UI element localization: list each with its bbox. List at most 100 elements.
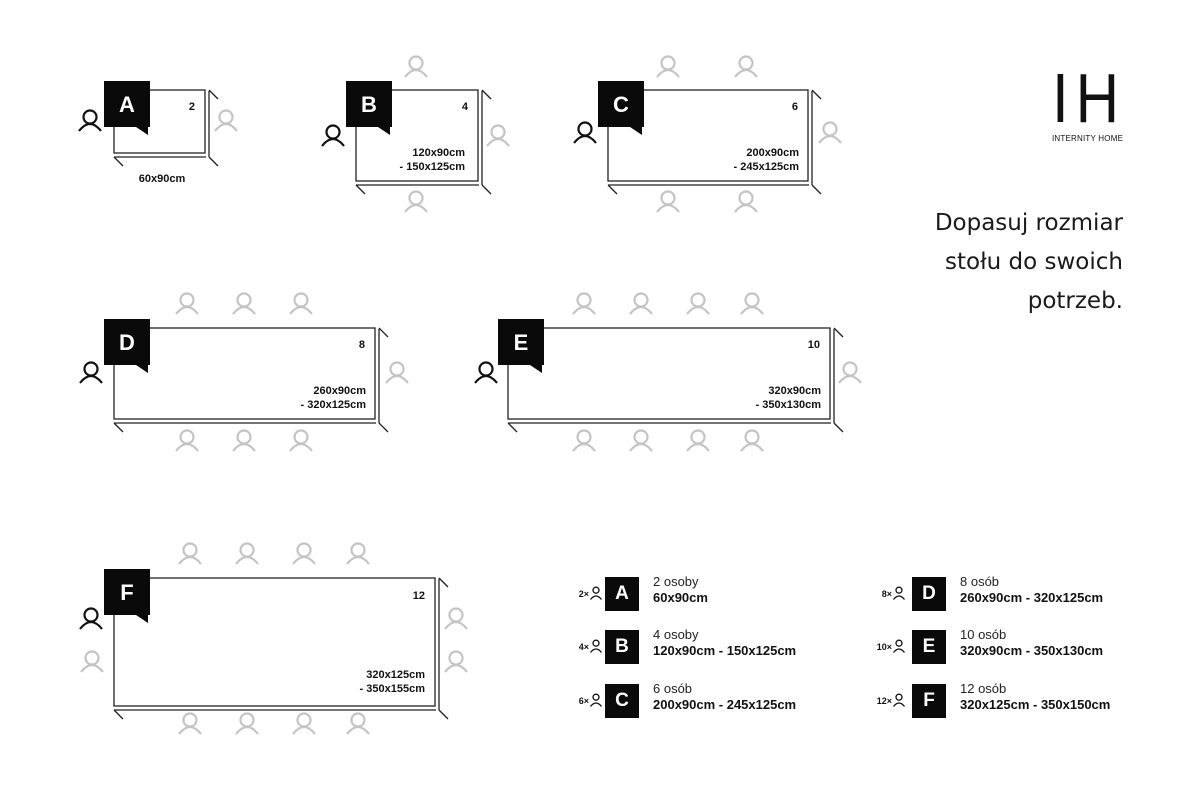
legend-people: 4 osoby: [653, 627, 699, 642]
table-badge: [104, 81, 150, 135]
legend-people: 10 osób: [960, 627, 1007, 642]
empty-seat-icon: [686, 292, 710, 315]
table-badge: [346, 81, 392, 135]
table-leg: [833, 422, 844, 433]
table-leg: [481, 89, 492, 100]
table-leg: [507, 422, 518, 433]
legend-people: 12 osób: [960, 681, 1007, 696]
empty-seat-icon: [232, 429, 256, 452]
table-letter: E: [514, 330, 529, 355]
table-top: [355, 89, 479, 182]
table-size: 200x90cm: [746, 147, 799, 159]
empty-seat-icon: [740, 292, 764, 315]
legend-count: 2×: [578, 589, 589, 599]
legend-item-d: 8× D 8 osób 260x90cm - 320x125cm: [870, 574, 1160, 611]
table-size: - 245x125cm: [734, 161, 800, 173]
empty-seat-icon: [486, 124, 510, 147]
table-badge: [104, 569, 150, 623]
table-letter: D: [119, 330, 135, 355]
table-leg: [378, 327, 389, 338]
empty-seat-icon: [289, 292, 313, 315]
legend-item-c: 6× C 6 osób 200x90cm - 245x125cm: [567, 681, 827, 718]
table-capacity: 2: [189, 101, 195, 113]
legend-size: 320x125cm - 350x150cm: [960, 697, 1111, 712]
empty-seat-icon: [656, 55, 680, 78]
table-top: [113, 577, 436, 707]
person-icon: [321, 124, 345, 147]
legend-badge: E: [912, 630, 946, 664]
empty-seat-icon: [734, 190, 758, 213]
empty-seat-icon: [404, 55, 428, 78]
empty-seat-icon: [175, 292, 199, 315]
legend-badge: A: [605, 577, 639, 611]
table-size: - 320x125cm: [301, 399, 367, 411]
empty-seat-icon: [235, 542, 259, 565]
empty-seat-icon: [235, 712, 259, 735]
person-icon: [78, 109, 102, 132]
table-leg: [811, 184, 822, 195]
legend-size: 260x90cm - 320x125cm: [960, 590, 1104, 605]
empty-seat-icon: [175, 429, 199, 452]
table-size: - 150x125cm: [400, 161, 466, 173]
table-size: 320x90cm: [768, 385, 821, 397]
legend-badge: B: [605, 630, 639, 664]
empty-seat-icon: [178, 542, 202, 565]
person-icon: [79, 607, 103, 630]
empty-seat-icon: [629, 292, 653, 315]
person-icon: [589, 693, 603, 707]
legend-count: 8×: [881, 589, 892, 599]
legend-size: 120x90cm - 150x125cm: [653, 643, 797, 658]
table-leg: [113, 156, 124, 167]
table-capacity: 4: [462, 101, 469, 113]
person-icon: [474, 361, 498, 384]
legend-count: 6×: [578, 696, 589, 706]
brand-name: INTERNITY HOME: [1052, 134, 1124, 143]
legend-people: 6 osób: [653, 681, 693, 696]
legend-count: 4×: [578, 642, 589, 652]
empty-seat-icon: [404, 190, 428, 213]
empty-seat-icon: [629, 429, 653, 452]
table-capacity: 12: [413, 590, 425, 602]
legend-count: 12×: [876, 696, 892, 706]
legend-item-b: 4× B 4 osoby 120x90cm - 150x125cm: [567, 627, 827, 664]
empty-seat-icon: [80, 650, 104, 673]
person-icon: [892, 586, 906, 600]
empty-seat-icon: [292, 712, 316, 735]
empty-seat-icon: [214, 109, 238, 132]
empty-seat-icon: [818, 121, 842, 144]
empty-seat-icon: [289, 429, 313, 452]
table-badge: [498, 319, 544, 373]
table-top: [113, 327, 376, 420]
person-icon: [79, 361, 103, 384]
person-icon: [892, 639, 906, 653]
empty-seat-icon: [178, 712, 202, 735]
legend-size: 320x90cm - 350x130cm: [960, 643, 1104, 658]
legend-count: 10×: [876, 642, 892, 652]
legend-people: 2 osoby: [653, 574, 699, 589]
table-letter: F: [120, 580, 133, 605]
table-top: [507, 327, 831, 420]
person-icon: [589, 639, 603, 653]
empty-seat-icon: [444, 650, 468, 673]
table-leg: [355, 184, 366, 195]
empty-seat-icon: [740, 429, 764, 452]
empty-seat-icon: [838, 361, 862, 384]
table-leg: [438, 709, 449, 720]
table-leg: [208, 89, 219, 100]
table-letter: B: [361, 92, 377, 117]
table-leg: [208, 156, 219, 167]
empty-seat-icon: [346, 712, 370, 735]
legend-size: 60x90cm: [653, 590, 708, 605]
tagline-line: potrzeb.: [1027, 288, 1123, 314]
empty-seat-icon: [444, 607, 468, 630]
person-icon: [892, 693, 906, 707]
empty-seat-icon: [292, 542, 316, 565]
table-badge: [598, 81, 644, 135]
table-size: - 350x130cm: [756, 399, 822, 411]
legend-people: 8 osób: [960, 574, 1000, 589]
